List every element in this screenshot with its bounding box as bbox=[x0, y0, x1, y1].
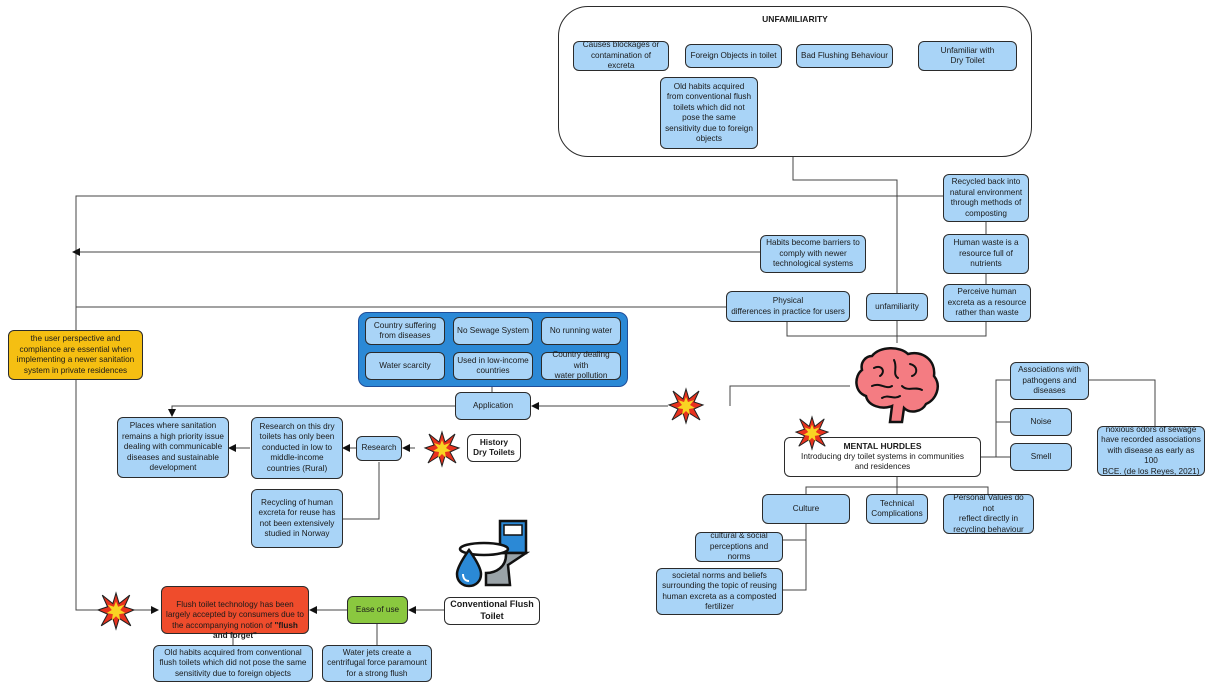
mental-hurdles-title: MENTAL HURDLES bbox=[843, 441, 922, 452]
history-dry-toilets-node: History Dry Toilets bbox=[467, 434, 521, 462]
places-node: Places where sanitation remains a high p… bbox=[117, 417, 229, 478]
unfamiliarity-label-node: unfamiliarity bbox=[866, 293, 928, 321]
group-item-water-pollution: Country dealing with water pollution bbox=[541, 350, 621, 380]
user-perspective-node: the user perspective and compliance are … bbox=[8, 330, 143, 380]
group-item-no-running-water: No running water bbox=[541, 317, 621, 345]
noise-node: Noise bbox=[1010, 408, 1072, 436]
perceive-node: Perceive human excreta as a resource rat… bbox=[943, 284, 1031, 322]
pathogens-node: Associations with pathogens and diseases bbox=[1010, 362, 1089, 400]
group-item-water-scarcity: Water scarcity bbox=[365, 352, 445, 380]
ease-of-use-node: Ease of use bbox=[347, 596, 408, 624]
research-conducted-node: Research on this dry toilets has only be… bbox=[251, 417, 343, 479]
group-item-no-sewage: No Sewage System bbox=[453, 317, 533, 345]
mental-hurdles-subtitle: Introducing dry toilet systems in commun… bbox=[801, 451, 964, 472]
application-node: Application bbox=[455, 392, 531, 420]
unfamiliar-dry-toilet-node: Unfamiliar with Dry Toilet bbox=[918, 41, 1017, 71]
conventional-flush-toilet-node: Conventional Flush Toilet bbox=[444, 597, 540, 625]
toilet-icon bbox=[458, 519, 531, 587]
noxious-odors-node: noxious odors of sewage have recorded as… bbox=[1097, 425, 1205, 476]
explosion-icon bbox=[794, 415, 830, 451]
flush-and-forget-bold: "flush and forget" bbox=[213, 620, 298, 641]
physical-differences-node: Physical differences in practice for use… bbox=[726, 291, 850, 322]
causes-blockages-node: Causes blockages or contamination of exc… bbox=[573, 40, 669, 71]
water-jets-node: Water jets create a centrifugal force pa… bbox=[322, 645, 432, 682]
flush-and-forget-node: Flush toilet technology has been largely… bbox=[161, 586, 309, 640]
mental-hurdles-node: MENTAL HURDLES Introducing dry toilet sy… bbox=[784, 437, 981, 477]
human-waste-node: Human waste is a resource full of nutrie… bbox=[943, 234, 1029, 274]
group-item-diseases: Country suffering from diseases bbox=[365, 317, 445, 345]
unfamiliarity-frame bbox=[558, 6, 1032, 157]
foreign-objects-node: Foreign Objects in toilet bbox=[685, 44, 782, 68]
habits-barriers-node: Habits become barriers to comply with ne… bbox=[760, 235, 866, 273]
recycled-node: Recycled back into natural environment t… bbox=[943, 174, 1029, 222]
old-habits-node: Old habits acquired from conventional fl… bbox=[660, 77, 758, 149]
societal-norms-node: societal norms and beliefs surrounding t… bbox=[656, 568, 783, 615]
water-drop-icon bbox=[455, 547, 483, 588]
cultural-perceptions-node: cultural & social perceptions and norms bbox=[695, 531, 783, 562]
brain-icon bbox=[855, 347, 939, 424]
bad-flushing-node: Bad Flushing Behaviour bbox=[796, 44, 893, 68]
flush-and-forget-text: Flush toilet technology has been largely… bbox=[166, 599, 304, 630]
research-node: Research bbox=[356, 436, 402, 461]
explosion-icon bbox=[667, 387, 705, 425]
technical-complications-node: Technical Complications bbox=[866, 494, 928, 524]
unfamiliarity-title: UNFAMILIARITY bbox=[762, 14, 828, 24]
personal-values-node: Personal Values do not reflect directly … bbox=[943, 493, 1034, 534]
old-habits-flush-node: Old habits acquired from conventional fl… bbox=[153, 645, 313, 682]
explosion-icon bbox=[96, 591, 136, 631]
culture-node: Culture bbox=[762, 494, 850, 524]
explosion-icon bbox=[423, 430, 461, 468]
smell-node: Smell bbox=[1010, 443, 1072, 471]
recycling-research-node: Recycling of human excreta for reuse has… bbox=[251, 489, 343, 548]
group-item-low-income: Used in low-income countries bbox=[453, 352, 533, 380]
